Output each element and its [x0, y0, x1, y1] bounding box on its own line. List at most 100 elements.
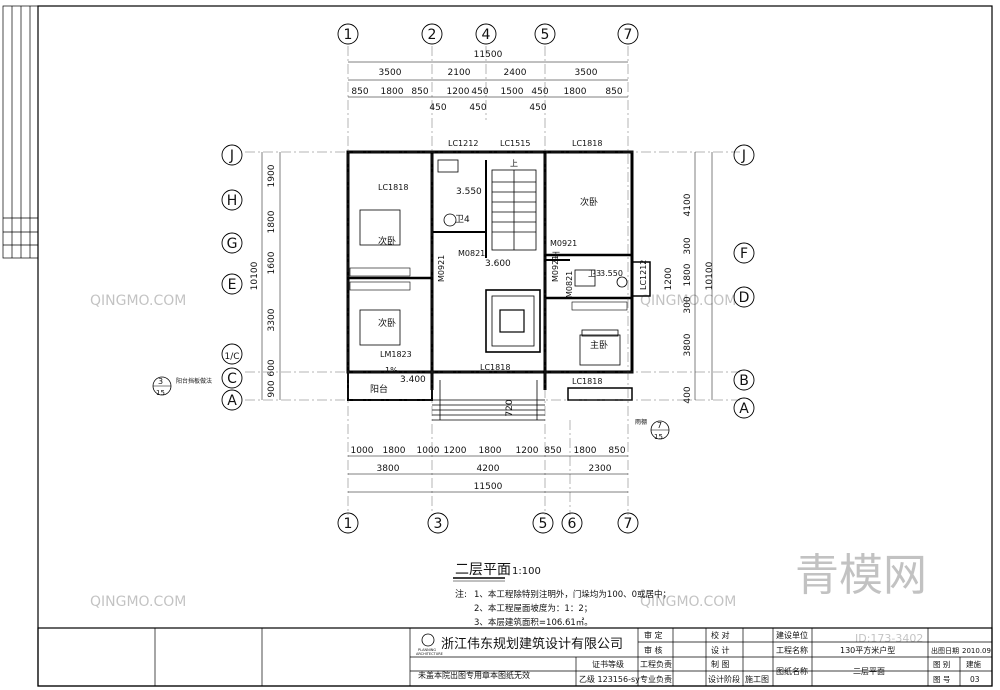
- axis-bottom-bubble: [532, 512, 554, 534]
- dimension-text: 2400: [504, 68, 527, 78]
- dimension-text: 850: [605, 87, 622, 97]
- watermark-layer: 青模网 ID:173-3402 QINGMO.COM QINGMO.COM QI…: [90, 293, 927, 645]
- project-label: 工程名称: [776, 645, 808, 655]
- dimension-text: 1800: [564, 87, 587, 97]
- dimension-text: 1200: [664, 267, 674, 290]
- axis-right-label: D: [739, 290, 750, 306]
- dimension-text: 1200: [444, 446, 467, 456]
- axis-right-bubble: [733, 144, 755, 166]
- axis-left-bubble: [221, 144, 243, 166]
- axis-bottom-label: 6: [568, 516, 577, 532]
- grid-lines: [245, 46, 740, 515]
- dimension-text: 1800: [267, 210, 277, 233]
- dimension-text: 450: [531, 87, 548, 97]
- dimension-text: 1800: [479, 446, 502, 456]
- role-label: 专业负责: [640, 674, 672, 684]
- drawing-title-block: 二层平面 1:100 注: 1、本工程除特别注明外，门垛均为100、0或居中； …: [453, 562, 671, 628]
- dimension-text: 850: [608, 446, 625, 456]
- window-label: LC1515: [500, 139, 530, 148]
- detail-number: 3: [158, 377, 163, 386]
- axis-left-label: J: [229, 148, 234, 164]
- axis-top-bubble: [534, 23, 556, 45]
- window-label: LC1818: [378, 183, 408, 192]
- axis-top-bubble: [421, 23, 443, 45]
- wall-layout: [346, 150, 651, 421]
- role-label: 制 图: [711, 659, 730, 669]
- door-label: M0921: [550, 239, 577, 248]
- role-label: 校 对: [711, 630, 730, 640]
- elevation-mark: 3.600: [485, 259, 511, 269]
- detail-number: 7: [657, 421, 662, 430]
- dimension-text: 1800: [683, 263, 693, 286]
- axis-right-bubble: [733, 369, 755, 391]
- dimension-text: 1000: [417, 446, 440, 456]
- dimension-text: 4100: [683, 193, 693, 216]
- window-label: LC1212: [639, 260, 648, 290]
- dimension-text: 600: [267, 359, 277, 376]
- room-label: 阳台: [370, 383, 388, 395]
- drawing-name-label: 图纸名称: [776, 666, 808, 676]
- elevation-mark: 3.550: [456, 187, 482, 197]
- dimension-text: 3500: [379, 68, 402, 78]
- company-name: 浙江伟东规划建筑设计有限公司: [441, 636, 623, 652]
- dimension-text: 3800: [683, 333, 693, 356]
- dimension-text: 1200: [516, 446, 539, 456]
- room-label: 次卧: [378, 317, 396, 329]
- dimension-text: 11500: [474, 482, 503, 492]
- dimension-text: 1800: [381, 87, 404, 97]
- axis-left-label: E: [228, 277, 237, 293]
- elevation-mark: 3.550: [600, 269, 623, 278]
- axis-top-label: 1: [344, 27, 353, 43]
- dimension-text: 850: [544, 446, 561, 456]
- room-label: 次卧: [378, 235, 396, 247]
- axis-right-bubble: [733, 242, 755, 264]
- axis-right-label: J: [741, 148, 746, 164]
- dimension-text: 450: [529, 103, 546, 113]
- dimension-text: 10100: [250, 261, 260, 290]
- disclaimer: 未盖本院出图专用章本图纸无效: [418, 670, 530, 680]
- date-value: 2010.09: [962, 647, 991, 655]
- axis-right-label: A: [739, 401, 749, 417]
- room-label: 卫4: [455, 215, 470, 225]
- axis-bottom-bubble: [617, 512, 639, 534]
- axis-right-bubble: [733, 397, 755, 419]
- room-label: 主卧: [590, 339, 608, 351]
- role-label: 设 计: [711, 645, 730, 655]
- window-label: LC1818: [572, 139, 602, 148]
- dimension-text: 720: [505, 399, 515, 416]
- elevation-mark: 3.400: [400, 375, 426, 385]
- detail-note: 雨棚: [635, 418, 647, 426]
- date-label: 出图日期: [931, 646, 959, 655]
- dimension-text: 900: [267, 380, 277, 397]
- role-label: 审 核: [644, 645, 663, 655]
- category-value: 建施: [966, 659, 981, 669]
- axis-left-label: 1/C: [224, 352, 239, 362]
- dimension-text: 1800: [383, 446, 406, 456]
- note-line: 1、本工程除特别注明外，门垛均为100、0或居中；: [474, 589, 671, 600]
- role-label: 工程负责: [640, 659, 672, 669]
- logo-text: ARCHITECTURE: [416, 652, 443, 656]
- stair-up-mark: 上: [510, 159, 518, 168]
- window-label: LM1823: [380, 350, 412, 359]
- axis-bottom-label: 5: [539, 516, 548, 532]
- axis-left-bubble: [221, 273, 243, 295]
- number-value: 03: [970, 675, 980, 684]
- logo-text: PLANNING: [418, 648, 436, 652]
- axis-bottom-label: 7: [624, 516, 633, 532]
- detail-sheet: 15: [156, 389, 165, 397]
- door-label: M0921: [437, 255, 446, 282]
- cert-value: 乙级 123156-sy: [579, 674, 640, 684]
- axis-bottom-bubble: [427, 512, 449, 534]
- dimension-text: 10100: [705, 261, 715, 290]
- drawing-name-value: 二层平面: [853, 667, 885, 676]
- axis-left-label: H: [227, 193, 238, 209]
- dimension-text: 300: [683, 237, 693, 254]
- cert-label: 证书等级: [592, 659, 624, 669]
- axis-left-bubble: [221, 367, 243, 389]
- dimension-text: 450: [471, 87, 488, 97]
